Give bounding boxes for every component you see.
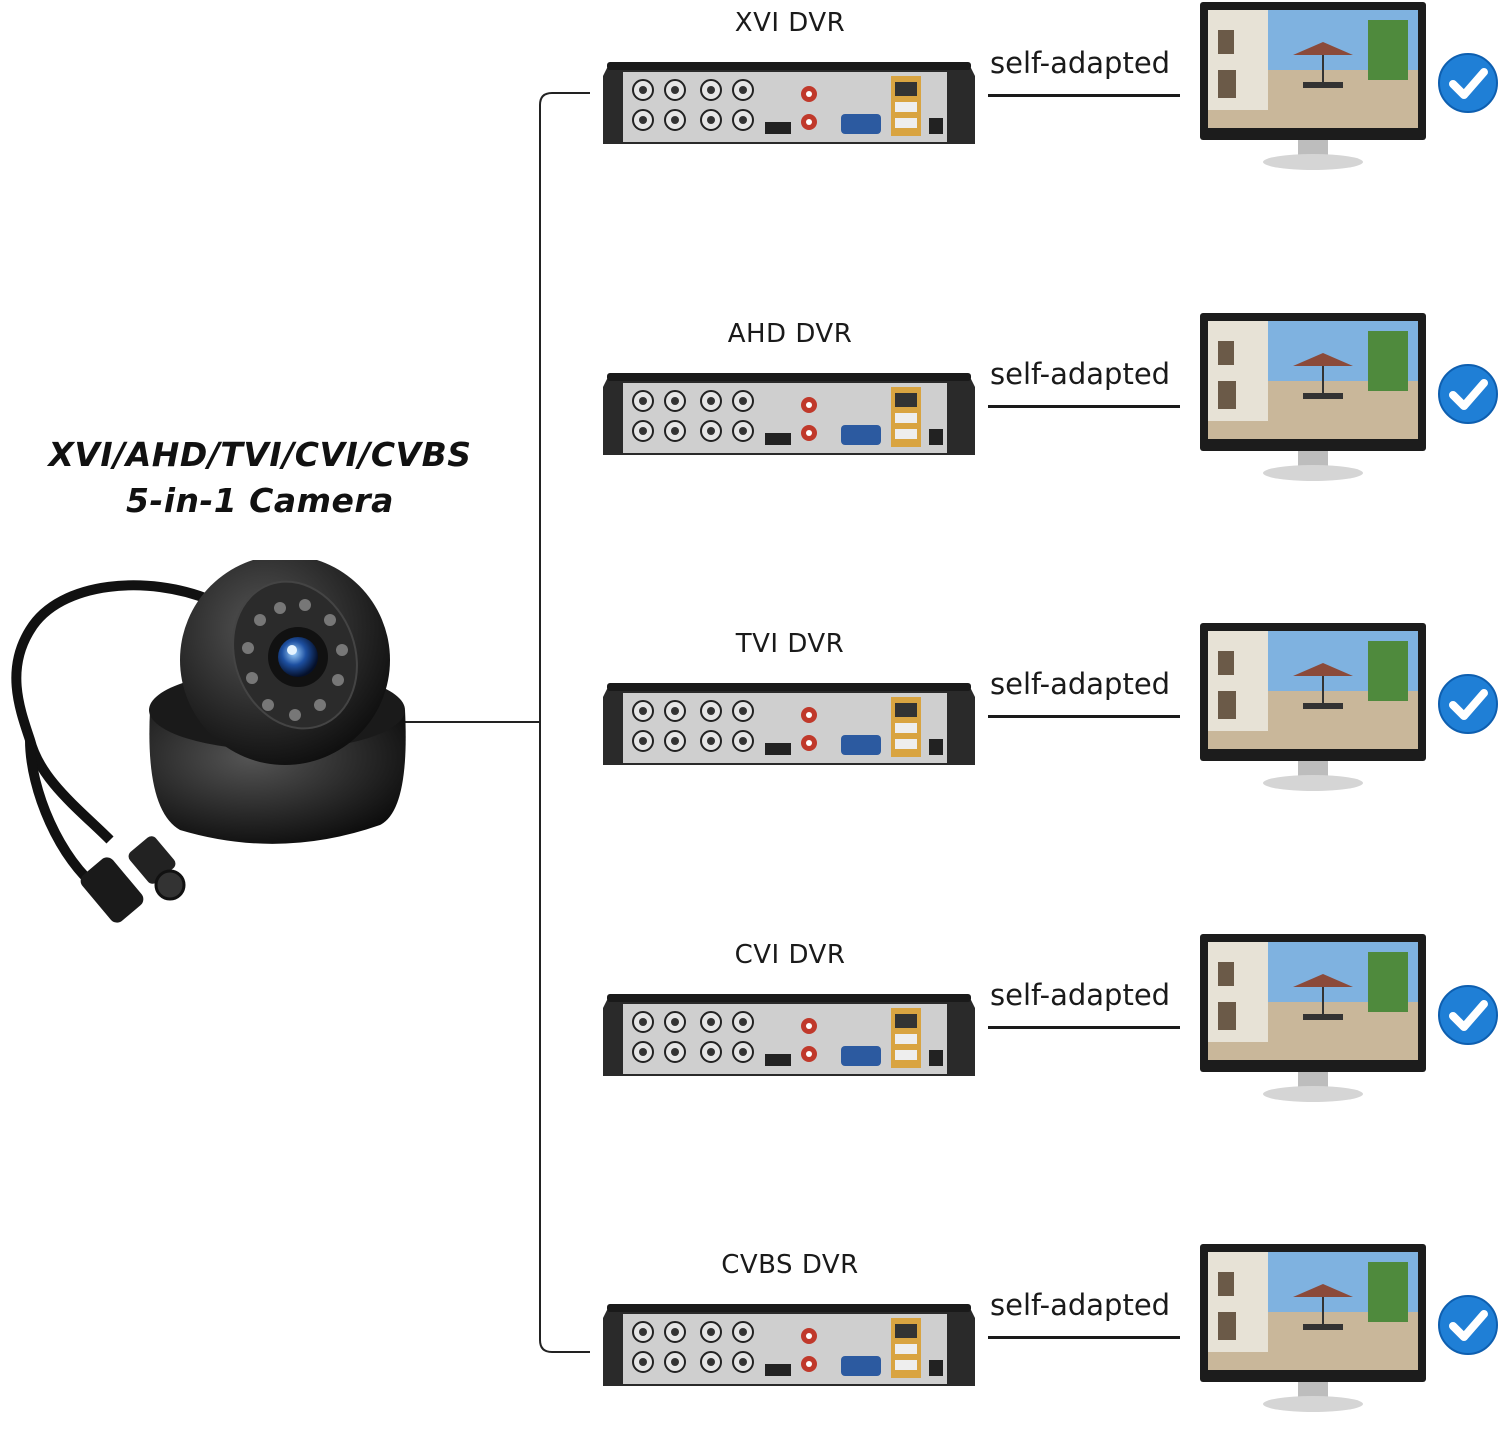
dvr-recorder-icon [603,373,975,455]
adapt-arrow-line [988,1336,1180,1339]
dvr-label: TVI DVR [735,629,845,659]
dvr-recorder-icon [603,683,975,765]
adapt-arrow-line [988,94,1180,97]
self-adapted-label: self-adapted [990,46,1171,80]
checkmark-icon [1438,674,1498,734]
dvr-recorder-icon [603,62,975,144]
self-adapted-label: self-adapted [990,978,1171,1012]
adapt-arrow-line [988,715,1180,718]
checkmark-icon [1438,1295,1498,1355]
dvr-recorder-icon [603,1304,975,1386]
self-adapted-label: self-adapted [990,1288,1171,1322]
dvr-label: AHD DVR [727,319,853,349]
self-adapted-label: self-adapted [990,667,1171,701]
dvr-row: AHD DVR self-adapted [0,311,1500,511]
adapt-arrow-line [988,1026,1180,1029]
checkmark-icon [1438,53,1498,113]
dvr-row: XVI DVR self-adapted [0,0,1500,200]
dvr-row: TVI DVR self-adapted [0,621,1500,821]
dvr-row: CVBS DVR self-adapted [0,1242,1500,1442]
monitor-icon [1200,2,1426,170]
dvr-recorder-icon [603,994,975,1076]
monitor-icon [1200,1244,1426,1412]
checkmark-icon [1438,985,1498,1045]
camera-title-line2: 5-in-1 Camera [126,481,394,520]
adapt-arrow-line [988,405,1180,408]
dvr-label: XVI DVR [734,8,846,38]
self-adapted-label: self-adapted [990,357,1171,391]
monitor-icon [1200,313,1426,481]
dome-camera-icon [11,560,406,923]
dvr-label: CVBS DVR [721,1250,859,1280]
camera-title-line1: XVI/AHD/TVI/CVI/CVBS [48,435,472,474]
dvr-row: CVI DVR self-adapted [0,932,1500,1132]
camera-title: XVI/AHD/TVI/CVI/CVBS 5-in-1 Camera [10,432,510,524]
dvr-label: CVI DVR [734,940,846,970]
checkmark-icon [1438,364,1498,424]
monitor-icon [1200,623,1426,791]
monitor-icon [1200,934,1426,1102]
